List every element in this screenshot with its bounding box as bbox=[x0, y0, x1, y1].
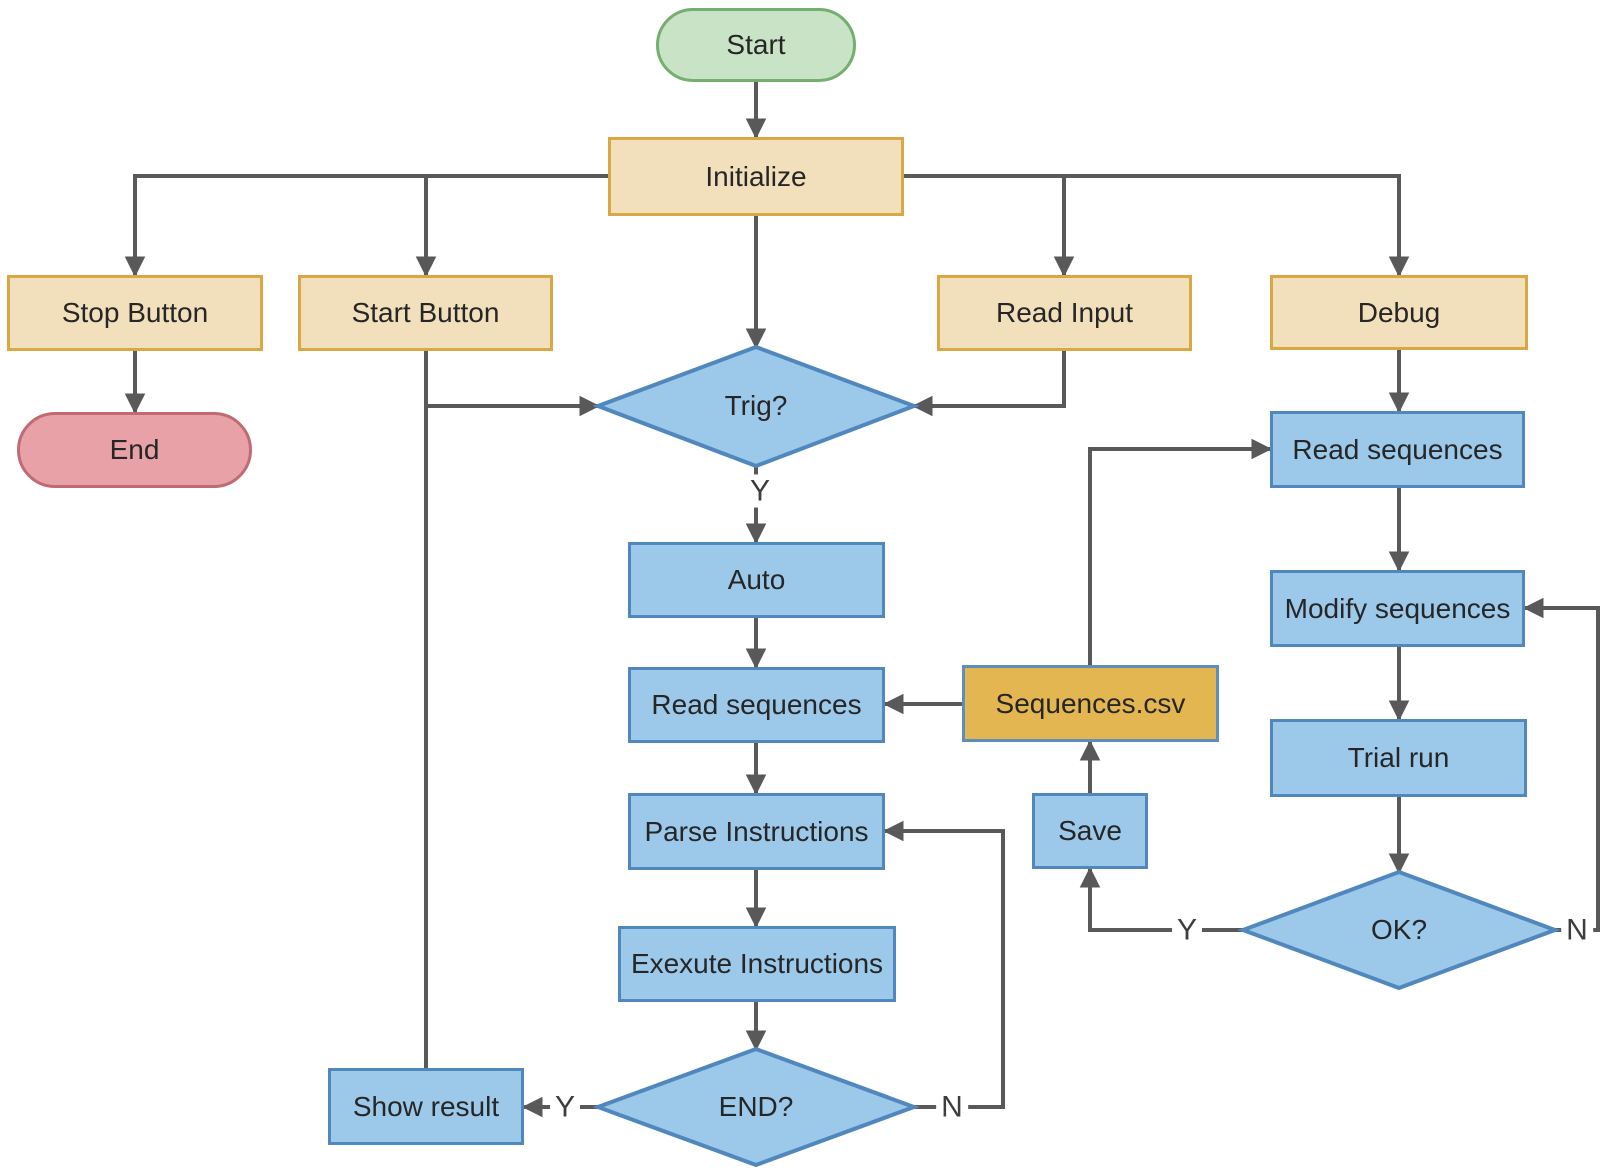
trig-decision-shape bbox=[592, 344, 920, 469]
node-read-sequences-debug: Read sequences bbox=[1270, 411, 1525, 488]
edge-label-trig-yes: Y bbox=[744, 474, 776, 508]
connector-ok-modify-loop bbox=[1522, 597, 1600, 932]
node-parse-instructions: Parse Instructions bbox=[628, 793, 885, 870]
connector-ok-save bbox=[1079, 866, 1243, 932]
node-start: Start bbox=[656, 8, 856, 82]
node-read-input: Read Input bbox=[937, 275, 1192, 351]
node-initialize: Initialize bbox=[608, 137, 904, 216]
connector-read-input-trig bbox=[911, 351, 1066, 417]
node-ok-check-label: OK? bbox=[1370, 914, 1428, 945]
node-modify-sequences: Modify sequences bbox=[1270, 570, 1525, 647]
node-end: End bbox=[17, 412, 252, 488]
node-trig-label: Trig? bbox=[724, 390, 788, 421]
node-stop-button: Stop Button bbox=[7, 275, 263, 351]
node-sequences-csv: Sequences.csv bbox=[962, 665, 1219, 742]
edge-label-ok-yes: Y bbox=[1171, 913, 1203, 947]
ok-decision-shape bbox=[1237, 869, 1561, 991]
node-trial-run: Trial run bbox=[1270, 719, 1527, 797]
end-decision-shape bbox=[592, 1046, 920, 1168]
node-execute-instructions: Exexute Instructions bbox=[618, 926, 896, 1002]
node-auto: Auto bbox=[628, 542, 885, 618]
connector-end-check-parse-loop bbox=[882, 820, 1005, 1109]
node-end-check-label: END? bbox=[718, 1091, 794, 1122]
node-save: Save bbox=[1032, 793, 1148, 869]
node-read-sequences-auto: Read sequences bbox=[628, 667, 885, 743]
node-show-result: Show result bbox=[328, 1068, 524, 1145]
edge-label-ok-no: N bbox=[1561, 913, 1593, 947]
connector-initialize-debug bbox=[904, 174, 1410, 278]
connector-sequences-csv-read-sequences-debug bbox=[1088, 438, 1273, 665]
node-debug: Debug bbox=[1270, 275, 1528, 350]
node-start-button: Start Button bbox=[298, 275, 553, 351]
edge-label-end-no: N bbox=[936, 1090, 968, 1124]
edge-label-end-yes: Y bbox=[549, 1090, 581, 1124]
connector-initialize-stop-button bbox=[124, 174, 608, 278]
